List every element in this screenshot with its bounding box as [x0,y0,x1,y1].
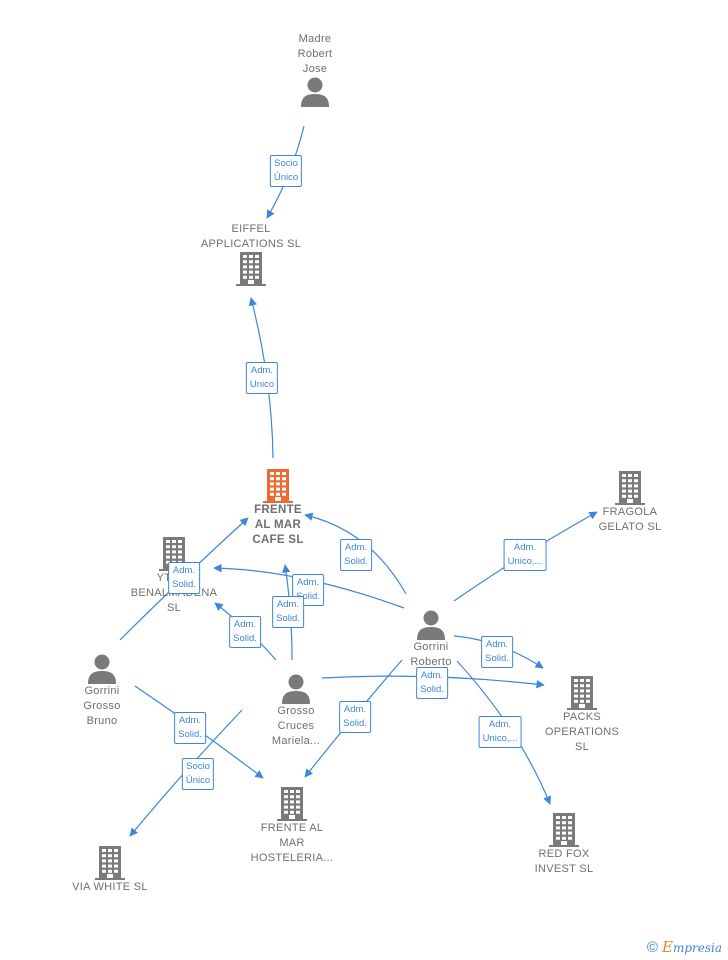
brand: © Empresia [647,938,722,956]
person-icon [416,610,446,640]
brand-name[interactable]: Empresia [661,938,722,956]
building-icon [277,787,307,821]
edge-label[interactable]: Adm. Unico [245,362,279,394]
person-node-madre[interactable]: Madre Robert Jose [235,32,395,107]
company-node-frente[interactable]: FRENTE AL MAR CAFE SL [198,469,358,548]
node-label: FRAGOLA GELATO SL [598,506,662,533]
edge-label[interactable]: Adm. Unico,... [503,539,547,571]
node-label: Grosso Cruces Mariela... [271,705,321,747]
building-icon [263,469,293,503]
node-label: Gorrini Grosso Bruno [83,685,121,727]
node-label: Gorrini Roberto [410,641,452,668]
person-icon [281,674,311,704]
edge-label[interactable]: Adm. Solid. [168,562,200,594]
node-label: EIFFEL APPLICATIONS SL [200,223,302,250]
edge-label[interactable]: Adm. Solid. [272,596,304,628]
company-node-eiffel[interactable]: EIFFEL APPLICATIONS SL [171,222,331,286]
building-icon [567,676,597,710]
person-node-grosso[interactable]: Grosso Cruces Mariela... [216,674,376,749]
building-icon [95,846,125,880]
person-node-gbruno[interactable]: Gorrini Grosso Bruno [22,654,182,729]
company-node-hostel[interactable]: FRENTE AL MAR HOSTELERIA... [212,787,372,866]
edge-label[interactable]: Adm. Solid. [174,712,206,744]
node-label: FRENTE AL MAR CAFE SL [252,504,304,546]
node-label: PACKS OPERATIONS SL [544,711,620,753]
company-node-viawhite[interactable]: VIA WHITE SL [30,846,190,895]
edge-label[interactable]: Socio Único [269,155,303,187]
company-node-packs[interactable]: PACKS OPERATIONS SL [502,676,662,755]
company-node-fragola[interactable]: FRAGOLA GELATO SL [550,471,710,535]
node-label: FRENTE AL MAR HOSTELERIA... [250,822,334,864]
building-icon [549,813,579,847]
person-node-gorrini[interactable]: Gorrini Roberto [351,610,511,670]
person-icon [300,77,330,107]
node-label: Madre Robert Jose [297,33,333,75]
building-icon [236,252,266,286]
edge-label[interactable]: Adm. Solid. [339,701,371,733]
company-node-redfox[interactable]: RED FOX INVEST SL [484,813,644,877]
edge-label[interactable]: Adm. Solid. [481,636,513,668]
node-label: RED FOX INVEST SL [534,848,594,875]
node-label: VIA WHITE SL [72,881,148,893]
edge-label[interactable]: Adm. Solid. [416,667,448,699]
edge-label[interactable]: Adm. Unico,... [478,716,522,748]
copyright-icon: © [646,938,658,956]
edge-label[interactable]: Adm. Solid. [292,574,324,606]
edge-label[interactable]: Adm. Solid. [340,539,372,571]
edge-label[interactable]: Adm. Solid. [229,616,261,648]
edge-label[interactable]: Socio Único [181,758,215,790]
building-icon [615,471,645,505]
person-icon [87,654,117,684]
